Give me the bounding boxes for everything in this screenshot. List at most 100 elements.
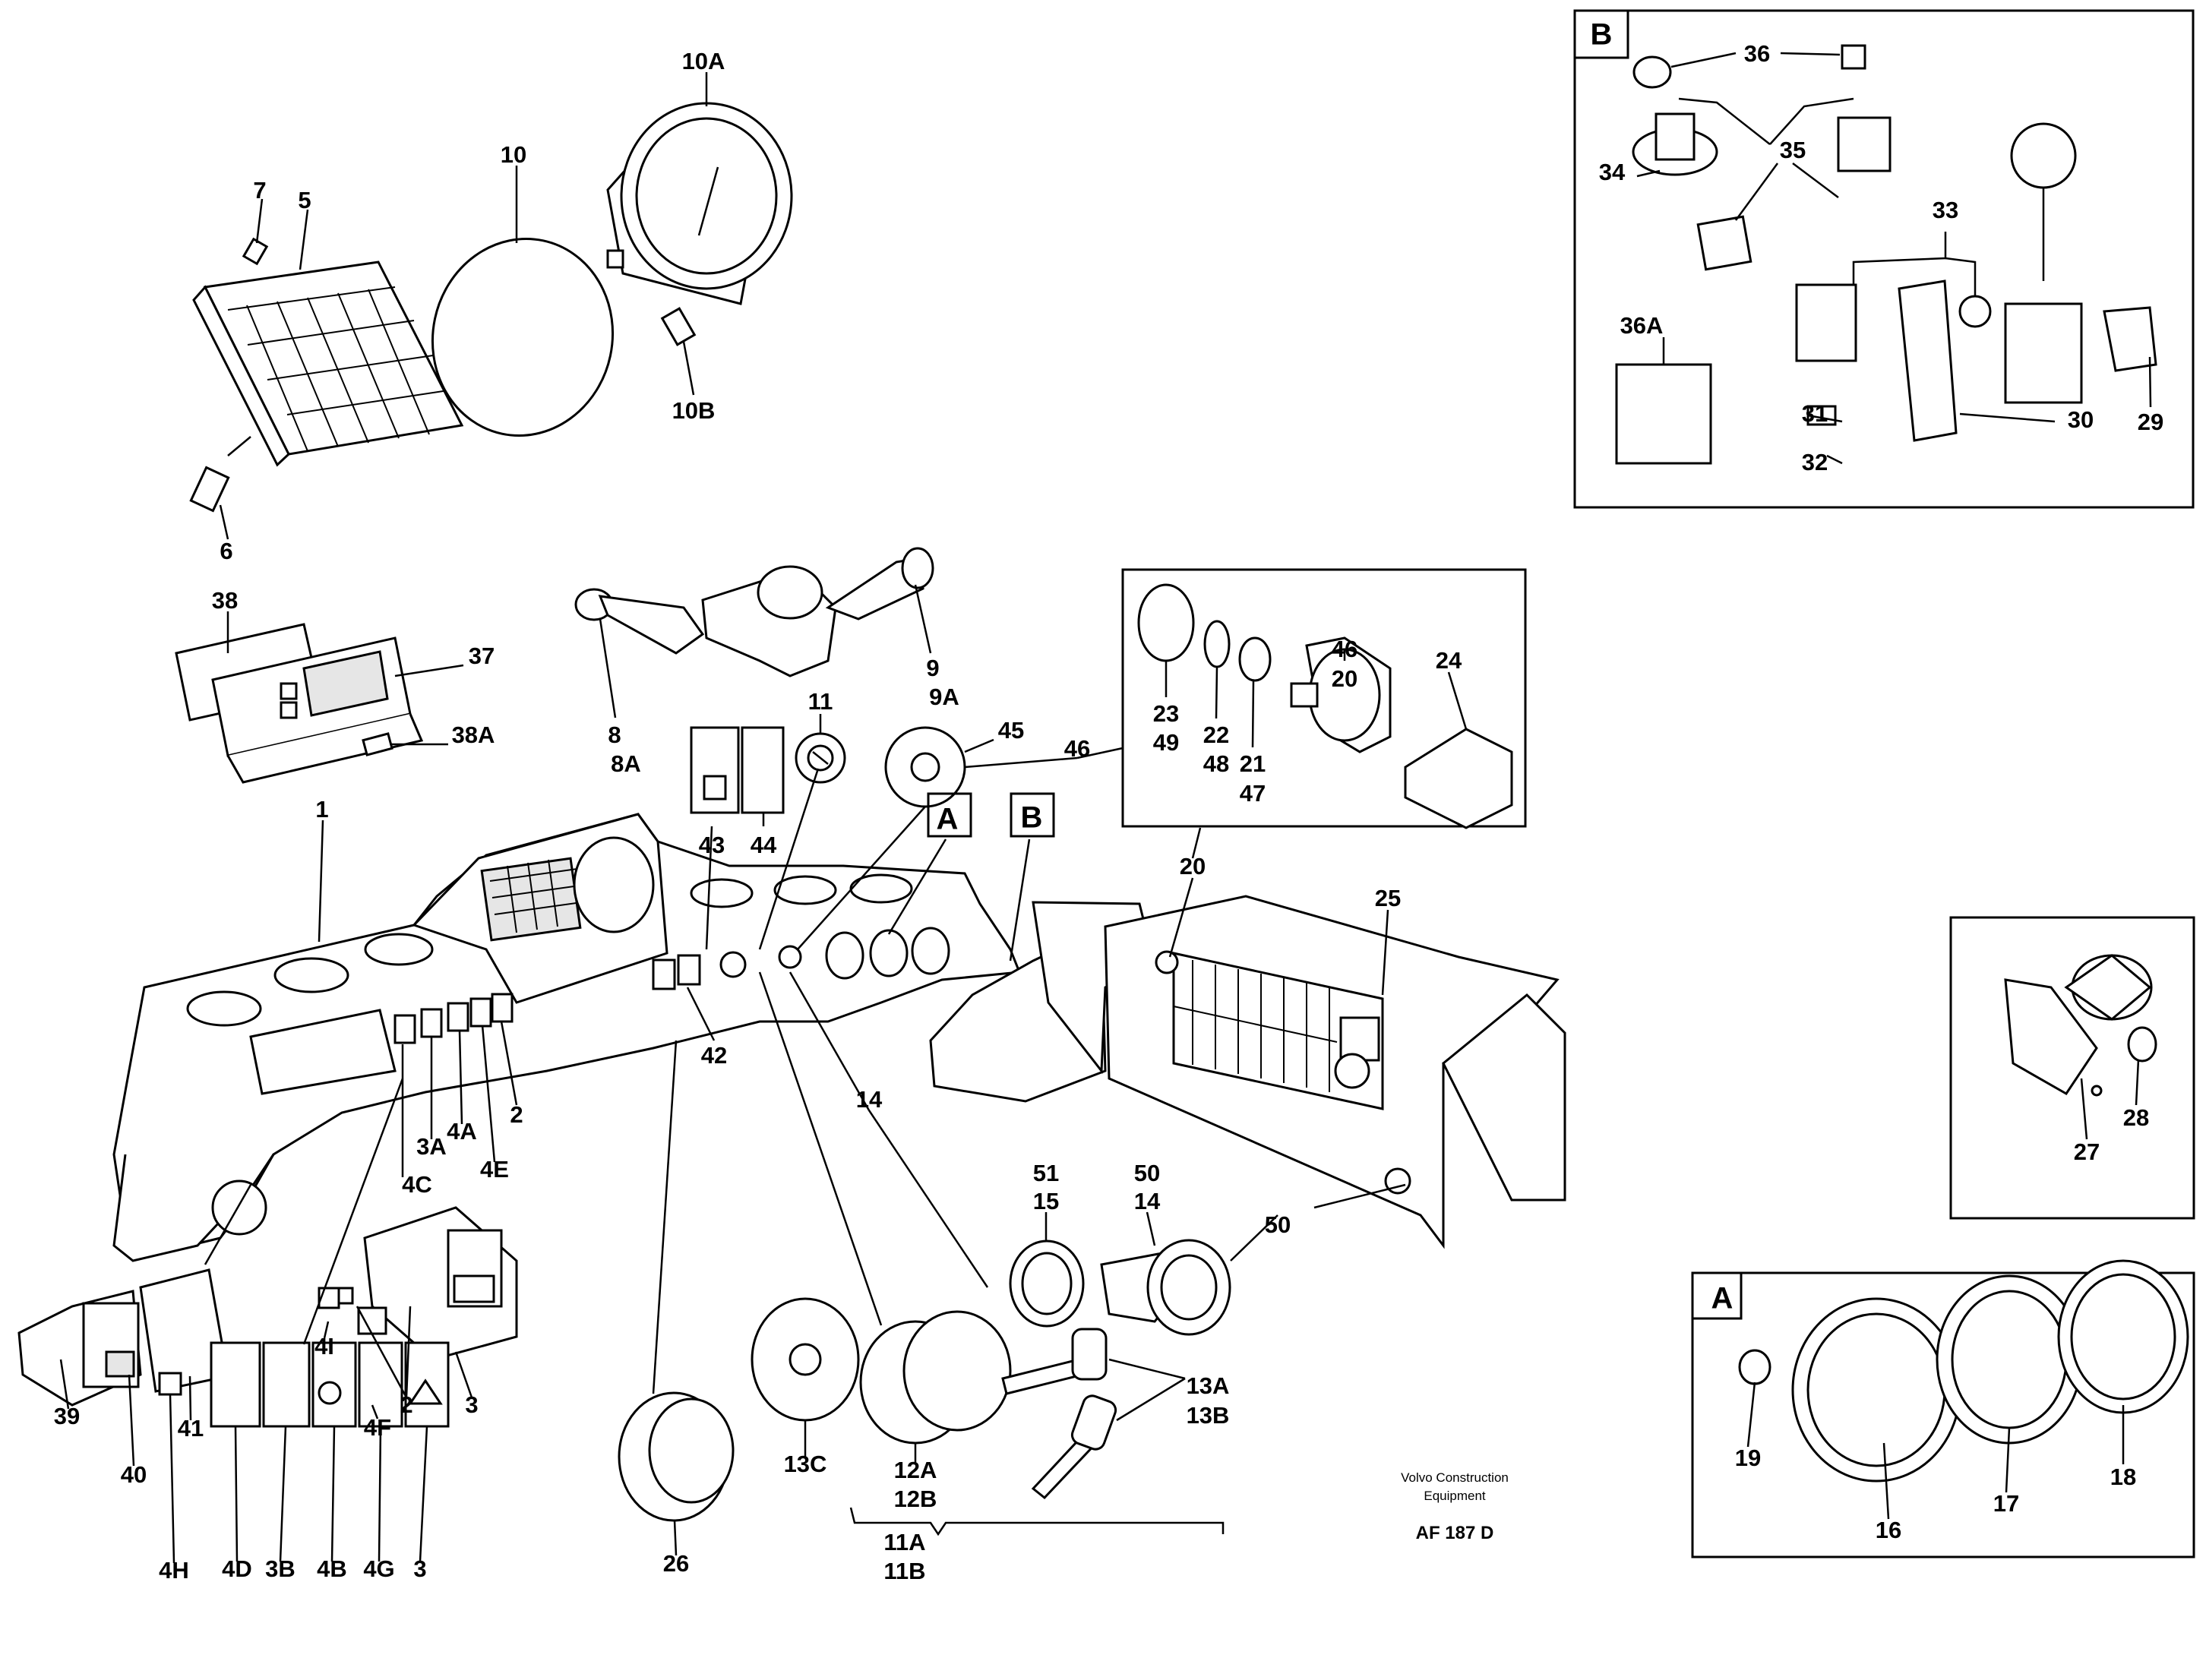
label-box-b [1010, 792, 1055, 838]
callout-18: 18 [2110, 1464, 2136, 1490]
callout-30: 30 [2068, 406, 2094, 433]
callout-5: 5 [298, 187, 311, 213]
callout-22: 22 [1203, 722, 1229, 748]
footer-company-line2: Equipment [1424, 1489, 1486, 1503]
switch-cluster-center [652, 945, 802, 990]
callout-3: 3 [413, 1555, 426, 1582]
knob-11 [795, 732, 846, 784]
callout-12a: 12A [894, 1457, 937, 1483]
callout-20: 20 [1332, 665, 1357, 692]
callout-31: 31 [1802, 400, 1828, 427]
screw-7 [242, 237, 269, 266]
power-socket-50 [1009, 1239, 1231, 1336]
footer-company-line1: Volvo Construction [1401, 1470, 1509, 1485]
callout-15: 15 [1033, 1188, 1059, 1214]
callout-51: 51 [1033, 1160, 1059, 1186]
callout-45: 45 [998, 717, 1024, 744]
callout-47: 47 [1240, 780, 1266, 807]
callout-38a: 38A [452, 722, 495, 748]
dashboard-panel [112, 813, 1022, 1262]
callout-3b: 3B [265, 1555, 296, 1582]
rocker-switch-3 [325, 1206, 518, 1361]
callout-46: 46 [1064, 735, 1090, 762]
callout-24: 24 [1436, 647, 1462, 674]
inset-b-parts [1615, 44, 2157, 465]
callout-11b: 11B [883, 1558, 925, 1584]
callout-9: 9 [926, 655, 939, 681]
callout-10a: 10A [682, 48, 725, 74]
callout-4e: 4E [480, 1156, 509, 1183]
inset-label-a: A [1711, 1282, 1734, 1315]
callout-23: 23 [1153, 700, 1179, 727]
callout-35: 35 [1780, 137, 1806, 163]
callout-4f: 4F [364, 1414, 391, 1441]
callout-43: 43 [699, 832, 725, 858]
callout-26: 26 [663, 1550, 689, 1577]
callout-1: 1 [315, 796, 328, 823]
inset-letter-layer: B A A B [937, 18, 1734, 1315]
switch-44 [741, 726, 785, 814]
gauge-10a [606, 102, 793, 305]
callout-40: 40 [121, 1461, 147, 1488]
callout-11: 11 [808, 688, 833, 715]
inset-frame-27-28 [1949, 916, 2195, 1220]
callout-2: 2 [400, 1391, 412, 1418]
gauge-lens-10 [431, 237, 615, 437]
callout-21: 21 [1240, 750, 1266, 777]
inset-a-gauges [1738, 1259, 2189, 1483]
footer-drawing-code: AF 187 D [1416, 1523, 1494, 1543]
bulb-holder-6 [189, 436, 251, 513]
callout-17: 17 [1993, 1490, 2019, 1517]
callout-4a: 4A [447, 1118, 477, 1145]
callout-48: 48 [1203, 750, 1229, 777]
horn-button-26 [618, 1391, 735, 1522]
switch-cluster-left [393, 993, 514, 1044]
callout-41: 41 [178, 1415, 204, 1442]
callout-2: 2 [510, 1101, 523, 1128]
callout-4i: 4I [314, 1333, 334, 1359]
warning-light-panel [192, 261, 464, 467]
callout-33: 33 [1933, 197, 1958, 223]
callout-4g: 4G [363, 1555, 394, 1582]
inset-label-a: A [937, 803, 959, 836]
callout-7: 7 [253, 177, 266, 204]
callout-4b: 4B [317, 1555, 347, 1582]
keys-13a [1001, 1328, 1117, 1500]
callout-12b: 12B [894, 1486, 937, 1512]
callout-49: 49 [1153, 729, 1179, 756]
footer-block: Volvo Construction Equipment AF 187 D [1401, 1470, 1509, 1543]
inset-frame-a [1691, 1271, 2195, 1558]
callout-10: 10 [501, 141, 526, 168]
ignition-switch-13c [751, 1297, 860, 1422]
inset-label-b: B [1021, 801, 1043, 835]
callout-13b: 13B [1187, 1402, 1230, 1429]
inset-label-b: B [1591, 18, 1613, 52]
callout-8a: 8A [611, 750, 641, 777]
callout-34: 34 [1599, 159, 1626, 185]
callout-11a: 11A [883, 1529, 925, 1555]
inset-27-28-parts [2004, 954, 2157, 1097]
callout-4d: 4D [222, 1555, 252, 1582]
callout-50: 50 [1134, 1160, 1160, 1186]
callout-3: 3 [465, 1391, 478, 1418]
callout-36: 36 [1744, 40, 1770, 67]
callout-28: 28 [2123, 1104, 2149, 1131]
callout-14: 14 [856, 1086, 883, 1113]
callout-13c: 13C [784, 1451, 827, 1477]
detail-frame-switch-46 [1121, 568, 1527, 828]
ignition-cylinder-12a [859, 1310, 1012, 1445]
callout-44: 44 [751, 832, 777, 858]
callout-6: 6 [220, 538, 232, 564]
callout-9a: 9A [929, 684, 959, 710]
control-module-37 [175, 623, 424, 784]
callout-4h: 4H [159, 1557, 189, 1584]
callout-29: 29 [2138, 409, 2163, 435]
leader-lines [59, 52, 2152, 1564]
callout-19: 19 [1735, 1445, 1761, 1471]
side-console [929, 895, 1566, 1249]
callout-4c: 4C [402, 1171, 432, 1198]
gauge-trio-dash [825, 927, 950, 980]
callout-27: 27 [2074, 1138, 2100, 1165]
